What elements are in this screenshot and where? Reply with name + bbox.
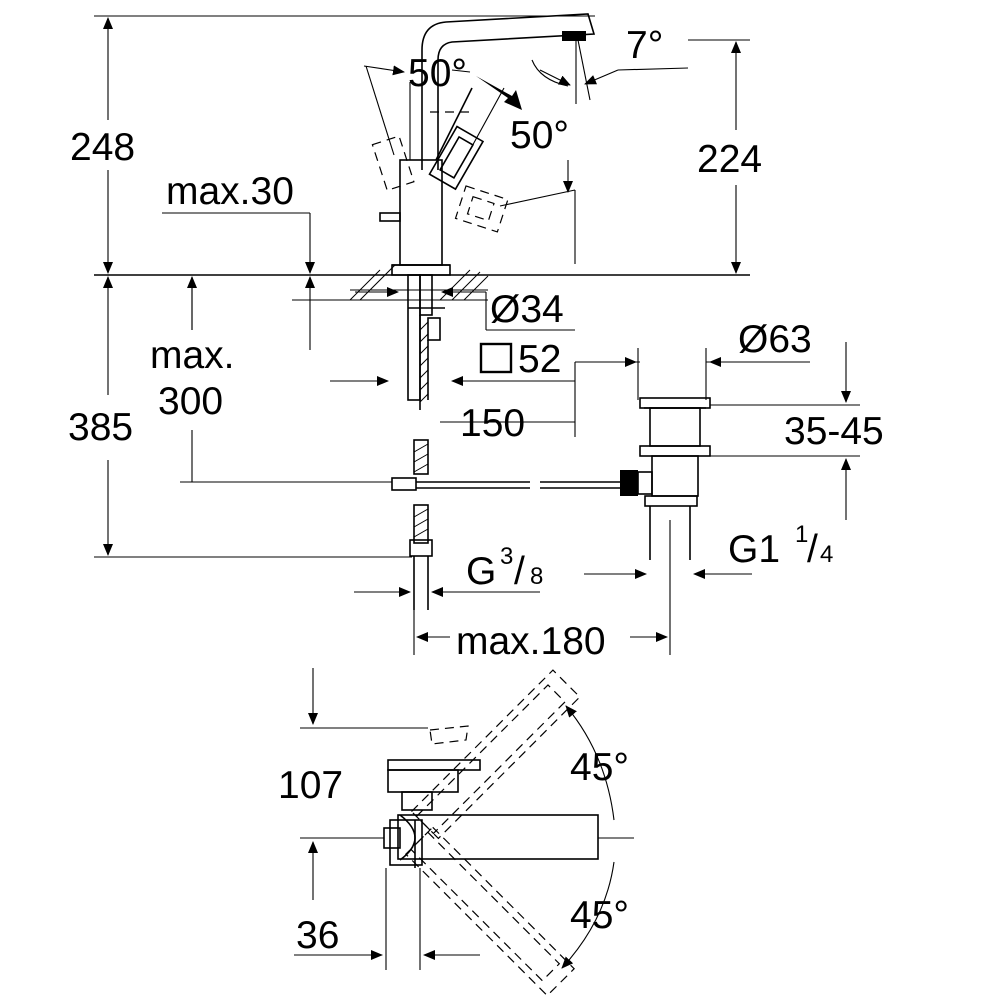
square-symbol-icon (479, 342, 513, 374)
label-height-spout: 224 (697, 138, 762, 181)
threaded-rod (419, 321, 429, 403)
label-reach: 150 (460, 402, 525, 445)
label-rotation-top: 45° (570, 746, 629, 789)
label-max-depth-line2: 300 (158, 380, 223, 423)
label-waste-thread-den: 4 (820, 541, 833, 568)
label-waste-thread-slash: / (807, 528, 818, 571)
label-angle-lever-right: 50° (510, 114, 569, 157)
faucet-plan-view (294, 668, 634, 997)
label-waste-range: 35-45 (784, 410, 884, 453)
waste-valve (620, 397, 711, 560)
label-thread-slash: / (514, 550, 525, 593)
label-plan-offset: 36 (296, 914, 339, 957)
label-thread-num: 3 (500, 543, 513, 570)
label-height-below: 385 (68, 406, 133, 449)
label-rotation-bottom: 45° (570, 894, 629, 937)
dimension-labels: 248 224 7° 50° 50° max.30 max. 300 Ø34 5… (68, 24, 884, 957)
label-diameter-base: Ø34 (490, 288, 564, 331)
label-max-depth-line1: max. (150, 334, 235, 377)
label-thread-den: 8 (530, 563, 543, 590)
label-plan-depth: 107 (278, 764, 343, 807)
label-square-base: 52 (518, 338, 561, 381)
label-angle-lever-left: 50° (408, 52, 467, 95)
label-height-top: 248 (70, 126, 135, 169)
label-max-thickness: max.30 (166, 170, 294, 213)
label-diameter-waste: Ø63 (738, 318, 812, 361)
counter-hatch (349, 264, 489, 301)
label-angle-spout: 7° (626, 24, 663, 67)
faucet-elevation (94, 13, 750, 610)
dimension-lines (94, 15, 860, 655)
label-waste-thread-main: G1 (728, 528, 780, 571)
label-waste-thread-num: 1 (795, 521, 808, 548)
label-thread-main: G (466, 550, 496, 593)
label-max-reach: max.180 (456, 620, 606, 663)
